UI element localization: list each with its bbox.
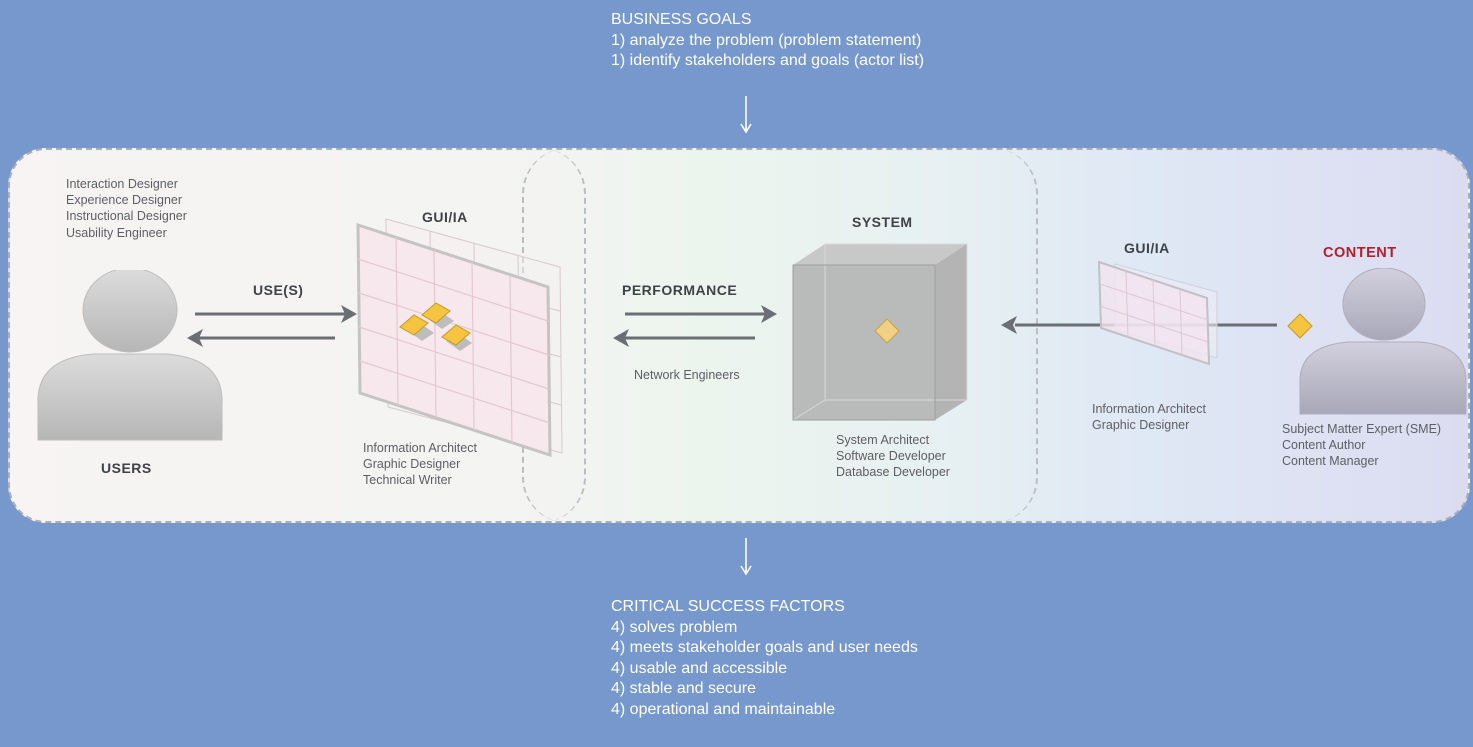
csf-item: 4) usable and accessible [611,659,788,677]
gui-right-label: GUI/IA [1124,240,1170,256]
performance-roles: Network Engineers [634,367,740,383]
csf-item: 4) stable and secure [611,680,756,697]
users-role: Interaction Designer [66,177,178,191]
business-goals: BUSINESS GOALS 1) analyze the problem (p… [611,10,924,72]
gui-left-role: Information Architect [363,441,477,455]
csf-item: 4) meets stakeholder goals and user need… [611,639,918,656]
uses-arrows [187,305,357,347]
content-role: Content Author [1282,438,1366,453]
gui-right-roles: Information Architect Graphic Designer [1092,401,1206,433]
system-role: Database Developer [836,465,950,480]
csf-title: CRITICAL SUCCESS FACTORS [611,598,845,615]
performance-role: Network Engineers [634,368,740,382]
performance-arrows [613,305,777,347]
gui-left-role: Graphic Designer [363,457,461,472]
business-goal-item: 1) identify stakeholders and goals (acto… [611,52,925,69]
users-label: USERS [101,460,152,476]
performance-label: PERFORMANCE [622,282,738,298]
system-diamond-icon [874,318,900,344]
gui-grid-panel-left [356,218,563,458]
gui-right-role: Information Architect [1092,402,1206,416]
gui-left-label: GUI/IA [422,209,468,225]
content-role: Subject Matter Expert (SME) [1282,422,1442,436]
content-roles: Subject Matter Expert (SME) Content Auth… [1282,421,1441,470]
system-role: Software Developer [836,449,946,464]
gui-left-role: Technical Writer [363,473,452,488]
content-role: Content Manager [1282,454,1379,469]
down-arrow-top [740,96,752,134]
system-role: System Architect [836,433,930,447]
users-roles: Interaction Designer Experience Designer… [66,176,187,241]
content-label: CONTENT [1323,245,1397,261]
users-role: Usability Engineer [66,225,167,240]
system-label: SYSTEM [852,214,913,230]
down-arrow-bottom [740,538,752,576]
diamond-cluster-icon [399,302,472,351]
business-goal-item: 1) analyze the problem (problem statemen… [611,31,922,49]
users-region-boundary [8,148,586,523]
csf-item: 4) solves problem [611,618,738,636]
users-role: Experience Designer [66,193,183,208]
gui-left-roles: Information Architect Graphic Designer T… [363,440,477,489]
system-roles: System Architect Software Developer Data… [836,432,950,481]
system-cube-icon [792,243,968,421]
process-band [8,148,1470,523]
gui-grid-panel-right [1097,260,1218,366]
content-person-icon [1299,268,1467,415]
gui-right-role: Graphic Designer [1092,418,1190,433]
uses-label: USE(S) [253,282,304,298]
content-diamond-icon [1287,313,1313,339]
user-person-icon [37,270,223,441]
users-role: Instructional Designer [66,209,187,224]
csf-item: 4) operational and maintainable [611,700,836,718]
business-goals-title: BUSINESS GOALS [611,11,752,28]
critical-success-factors: CRITICAL SUCCESS FACTORS 4) solves probl… [611,597,918,720]
